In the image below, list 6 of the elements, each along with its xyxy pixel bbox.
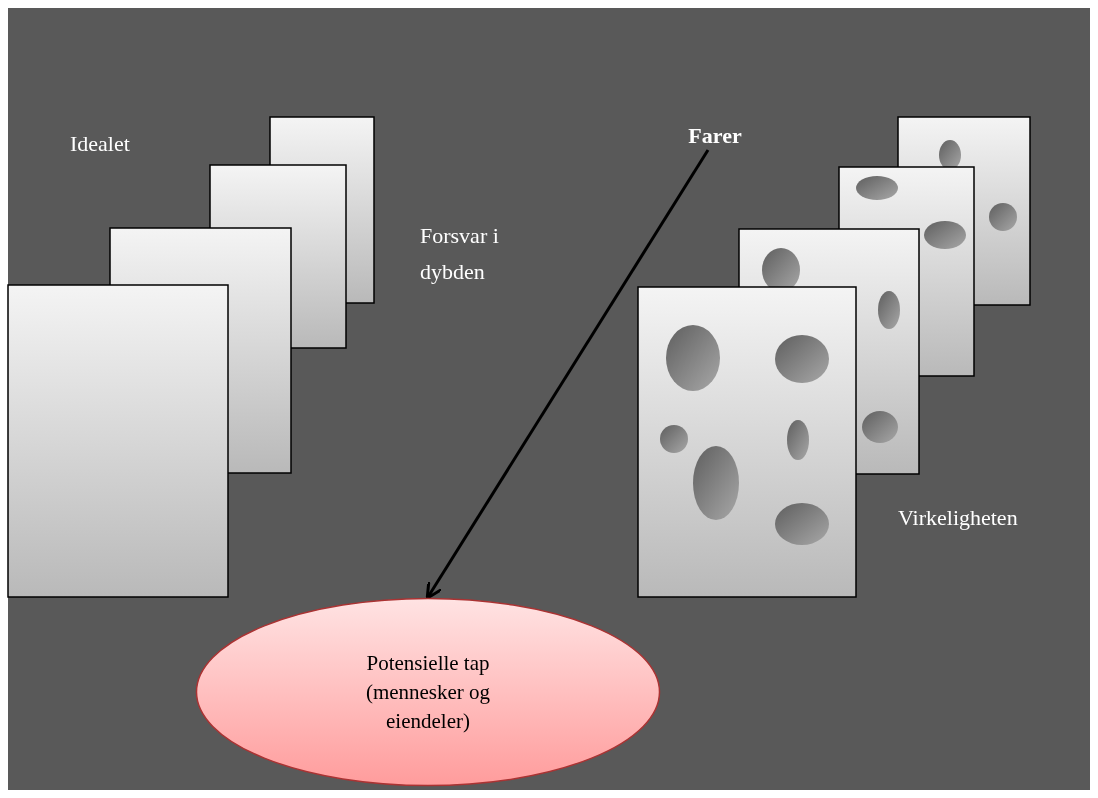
arrow [425, 149, 710, 600]
caption-label: Forsvar i dybden [420, 222, 500, 286]
ellipse-text: Potensielle tap (mennesker og eiendeler) [364, 649, 492, 735]
caption-label: Virkeligheten [898, 504, 1019, 532]
hazard-label: Farer [688, 121, 742, 150]
caption-label: Idealet [70, 130, 131, 158]
